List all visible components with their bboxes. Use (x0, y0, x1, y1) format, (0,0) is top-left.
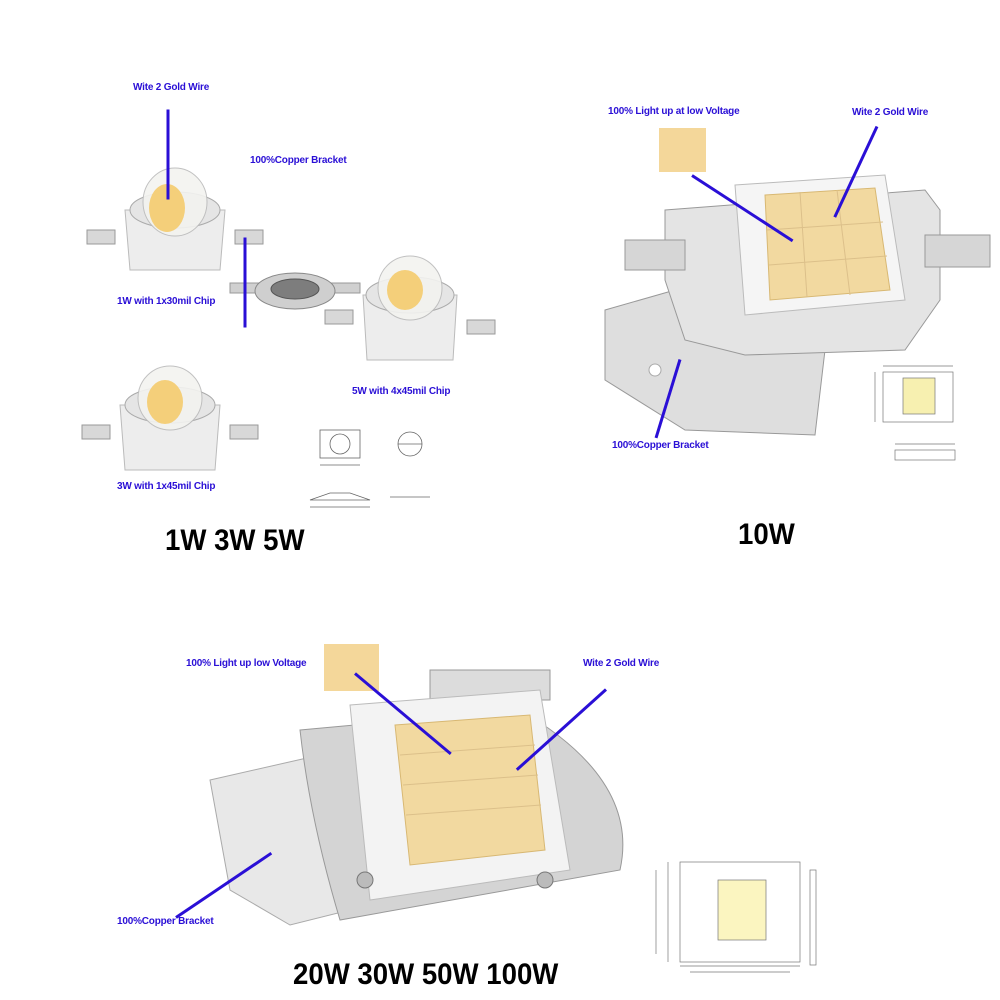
led-cob-photo (209, 669, 624, 926)
pointer-line (243, 237, 247, 328)
label-copper-cob: 100%Copper Bracket (117, 916, 214, 927)
label-chip-1w: 1W with 1x30mil Chip (117, 296, 216, 307)
phosphor-swatch-10w (659, 128, 706, 172)
led-5w-photo (324, 255, 496, 361)
led-10w-photo (604, 174, 991, 436)
dimension-drawing-small (309, 429, 430, 508)
led-1w-photo (86, 167, 264, 271)
label-light-10w: 100% Light up at low Voltage (608, 106, 740, 117)
label-copper-10w: 100%Copper Bracket (612, 440, 709, 451)
title-10w: 10W (738, 518, 795, 551)
label-wire-1w: Wite 2 Gold Wire (133, 82, 210, 93)
label-wire-10w: Wite 2 Gold Wire (852, 107, 929, 118)
dimension-drawing-cob (655, 861, 817, 973)
copper-bracket-photo (229, 272, 361, 310)
label-light-cob: 100% Light up low Voltage (186, 658, 307, 669)
title-cob: 20W 30W 50W 100W (293, 958, 559, 991)
label-chip-5w: 5W with 4x45mil Chip (352, 386, 451, 397)
dimension-drawing-10w (874, 365, 956, 461)
label-wire-cob: Wite 2 Gold Wire (583, 658, 660, 669)
label-copper-small: 100%Copper Bracket (250, 155, 347, 166)
label-chip-3w: 3W with 1x45mil Chip (117, 481, 216, 492)
led-3w-photo (81, 365, 259, 471)
title-small: 1W 3W 5W (165, 524, 305, 557)
pointer-line (166, 109, 170, 200)
